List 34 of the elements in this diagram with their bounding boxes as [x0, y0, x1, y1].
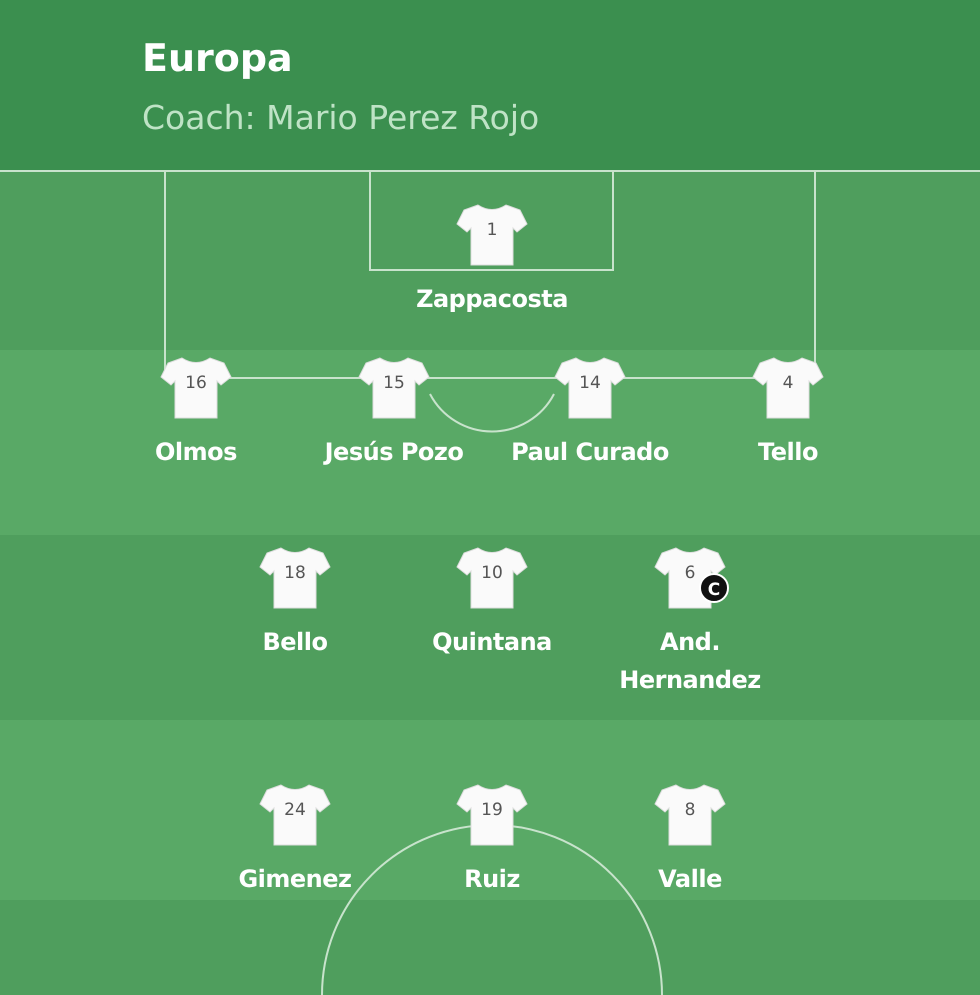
shirt-number: 4: [782, 373, 794, 393]
player-name: Paul Curado: [510, 437, 670, 468]
shirt-number: 14: [578, 373, 602, 393]
player-shirt: [752, 355, 824, 421]
player-shirt: [554, 355, 626, 421]
shirt-number: 18: [283, 563, 307, 583]
player-name: Quintana: [431, 627, 553, 658]
shirt-number: 24: [283, 800, 307, 820]
shirt-number: 16: [184, 373, 208, 393]
player-name: And. Hernandez: [618, 627, 762, 696]
shirt-number: 8: [684, 800, 696, 820]
shirt-number: 10: [480, 563, 504, 583]
player-name: Valle: [657, 864, 723, 895]
player-name: Jesús Pozo: [322, 437, 464, 468]
player-name: Ruiz: [463, 864, 521, 895]
shirt-number: 19: [480, 800, 504, 820]
shirt-number: 15: [382, 373, 406, 393]
player-shirt: [456, 202, 528, 268]
shirt-number: 1: [486, 220, 498, 240]
coach-name: Coach: Mario Perez Rojo: [142, 98, 540, 137]
player-shirt: [456, 782, 528, 848]
player-name: Bello: [261, 627, 328, 658]
player-shirt: [358, 355, 430, 421]
player-shirt: [259, 782, 331, 848]
shirt-number: 6: [684, 563, 696, 583]
player-shirt: [456, 545, 528, 611]
player-name: Tello: [757, 437, 819, 468]
player-shirt: [654, 782, 726, 848]
player-shirt: [259, 545, 331, 611]
player-name: Gimenez: [237, 864, 353, 895]
player-shirt: [160, 355, 232, 421]
player-name: Olmos: [154, 437, 238, 468]
player-name: Zappacosta: [415, 284, 569, 315]
team-title: Europa: [142, 36, 293, 80]
